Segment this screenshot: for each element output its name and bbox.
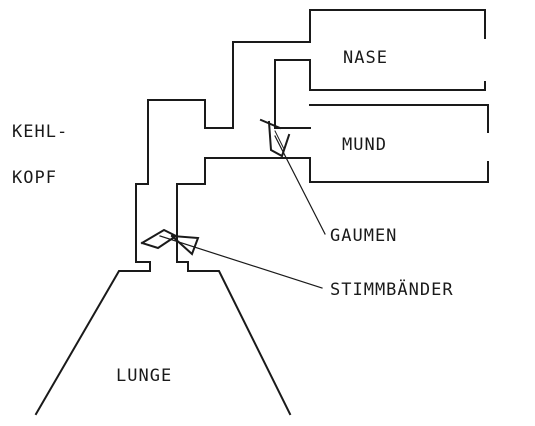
vocal-cords [142, 230, 198, 254]
label-lunge: LUNGE [116, 366, 172, 386]
label-gaumen: GAUMEN [330, 226, 397, 246]
label-mund: MUND [342, 135, 387, 155]
label-stimmbaender: STIMMBÄNDER [330, 280, 454, 300]
soft-palate [261, 120, 289, 156]
lung-outline [36, 271, 290, 414]
label-kehlkopf-line2: KOPF [12, 168, 57, 188]
label-kehlkopf-line1: KEHL- [12, 122, 68, 142]
gaumen-leader-line [275, 136, 325, 234]
label-nase: NASE [343, 48, 388, 68]
nasal-cavity-outline [233, 10, 485, 128]
